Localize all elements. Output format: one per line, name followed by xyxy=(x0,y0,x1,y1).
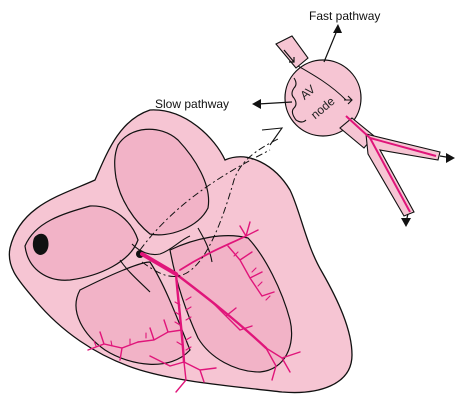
fast-pathway-label: Fast pathway xyxy=(309,9,380,23)
entry-tube xyxy=(276,36,308,68)
fast-pathway-arrowhead xyxy=(333,24,342,33)
av-node-inset xyxy=(276,36,440,216)
slow-pathway-arrowhead xyxy=(252,99,261,109)
fast-pathway-arrow xyxy=(324,28,338,62)
zoom-line-arrowhead xyxy=(262,128,282,145)
exit-arrowhead-down xyxy=(401,218,411,227)
exit-arrowhead-right xyxy=(446,153,455,163)
slow-pathway-label: Slow pathway xyxy=(155,97,229,111)
